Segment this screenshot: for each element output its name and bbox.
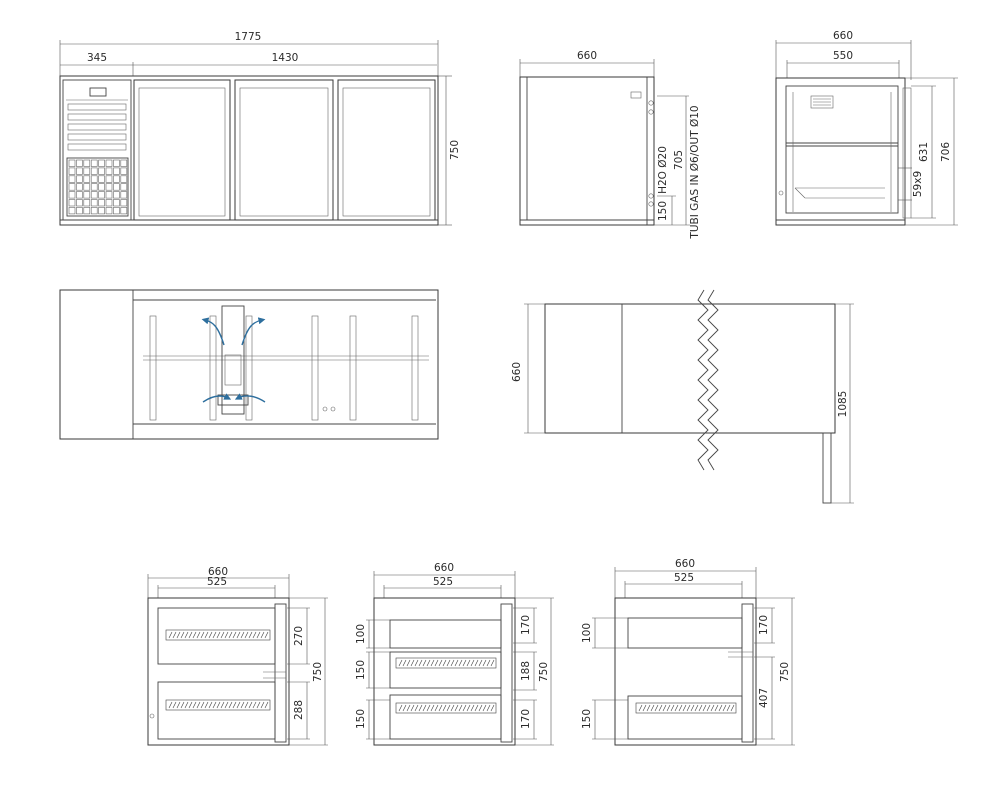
drawer3-right-170: 170 [758, 615, 770, 635]
section-height-631: 631 [918, 142, 930, 162]
drawer3-body [614, 597, 757, 746]
counter-overhang [822, 432, 832, 504]
drawer1-inner: 525 [207, 576, 227, 588]
front-left-width: 345 [87, 52, 107, 64]
drawer3-height: 750 [779, 662, 791, 682]
drawer-config-3: 660 525 100 150 170 407 750 [581, 558, 795, 746]
section-view: 660 550 631 706 59x9 [775, 30, 958, 226]
glass-door-2 [234, 79, 334, 221]
drawer2-body [373, 597, 516, 746]
drawer-config-2: 660 525 100 150 150 [355, 562, 554, 746]
section-outer-depth: 660 [833, 30, 853, 42]
front-view: 1775 345 1430 750 [59, 31, 461, 226]
water-connection-label: H2O Ø20 [657, 146, 669, 194]
section-inner-depth: 550 [833, 50, 853, 62]
drawer1-lower-vent [165, 699, 271, 711]
glass-door-3 [337, 79, 436, 221]
drawer2-left-100: 100 [355, 624, 367, 644]
drawer2-inner: 525 [433, 576, 453, 588]
front-height: 750 [449, 140, 461, 160]
drawer3-left-100: 100 [581, 623, 593, 643]
side-depth: 660 [577, 50, 597, 62]
drawer2-right-170a: 170 [520, 615, 532, 635]
gas-tubes-label: TUBI GAS IN Ø6/OUT Ø10 [689, 105, 701, 239]
airflow-arrow-left-up [201, 317, 225, 346]
glass-door-1 [133, 79, 231, 221]
control-panel [62, 79, 132, 221]
drawer2-right-170b: 170 [520, 709, 532, 729]
drawer2-left-150a: 150 [355, 660, 367, 680]
airflow-arrow-right-in [234, 393, 266, 403]
drawer2-height: 750 [538, 662, 550, 682]
drawer2-vent-bottom [395, 702, 497, 714]
drawer2-right-188: 188 [520, 661, 532, 681]
drawer3-vent [635, 702, 737, 714]
ventilation-grille [66, 157, 129, 217]
drawer3-inner: 525 [674, 572, 694, 584]
side-water-height: 150 [657, 201, 669, 221]
drawer1-outer: 660 [208, 566, 228, 578]
counter-top [544, 303, 836, 434]
section-grid-size: 59x9 [912, 171, 924, 197]
drawer1-height: 750 [312, 662, 324, 682]
drawer3-left-150: 150 [581, 709, 593, 729]
evaporator-unit [221, 305, 245, 415]
section-height-706: 706 [940, 142, 952, 162]
front-door-width: 1430 [272, 52, 299, 64]
top-total-depth: 1085 [837, 391, 849, 418]
drawer2-left-150b: 150 [355, 709, 367, 729]
airflow-arrow-right-up [241, 317, 266, 346]
front-overall-width: 1775 [235, 31, 262, 43]
cabinet-side-body [519, 76, 655, 226]
drawer1-dim-270: 270 [293, 626, 305, 646]
top-depth: 660 [511, 362, 523, 382]
drawer1-body [147, 597, 290, 746]
side-height: 705 [673, 150, 685, 170]
break-line-top [707, 289, 719, 471]
side-view: 660 705 150 H2O Ø20 TUBI GAS IN Ø6/OUT Ø… [519, 50, 701, 240]
interior-view [59, 289, 439, 440]
drawer-config-1: 660 525 270 288 750 [147, 566, 328, 746]
top-view: 660 1085 [511, 289, 854, 504]
break-line-bottom [697, 289, 709, 471]
drawer3-right-407: 407 [758, 688, 770, 708]
airflow-arrow-left-in [202, 393, 232, 403]
drawer1-dim-288: 288 [293, 700, 305, 720]
thermostat-display [89, 87, 107, 97]
drawer2-outer: 660 [434, 562, 454, 574]
cabinet-section-body [775, 77, 906, 226]
drawer2-vent-middle [395, 657, 497, 669]
interior-body [59, 289, 439, 440]
drawer3-outer: 660 [675, 558, 695, 570]
drawer1-upper-vent [165, 629, 271, 641]
